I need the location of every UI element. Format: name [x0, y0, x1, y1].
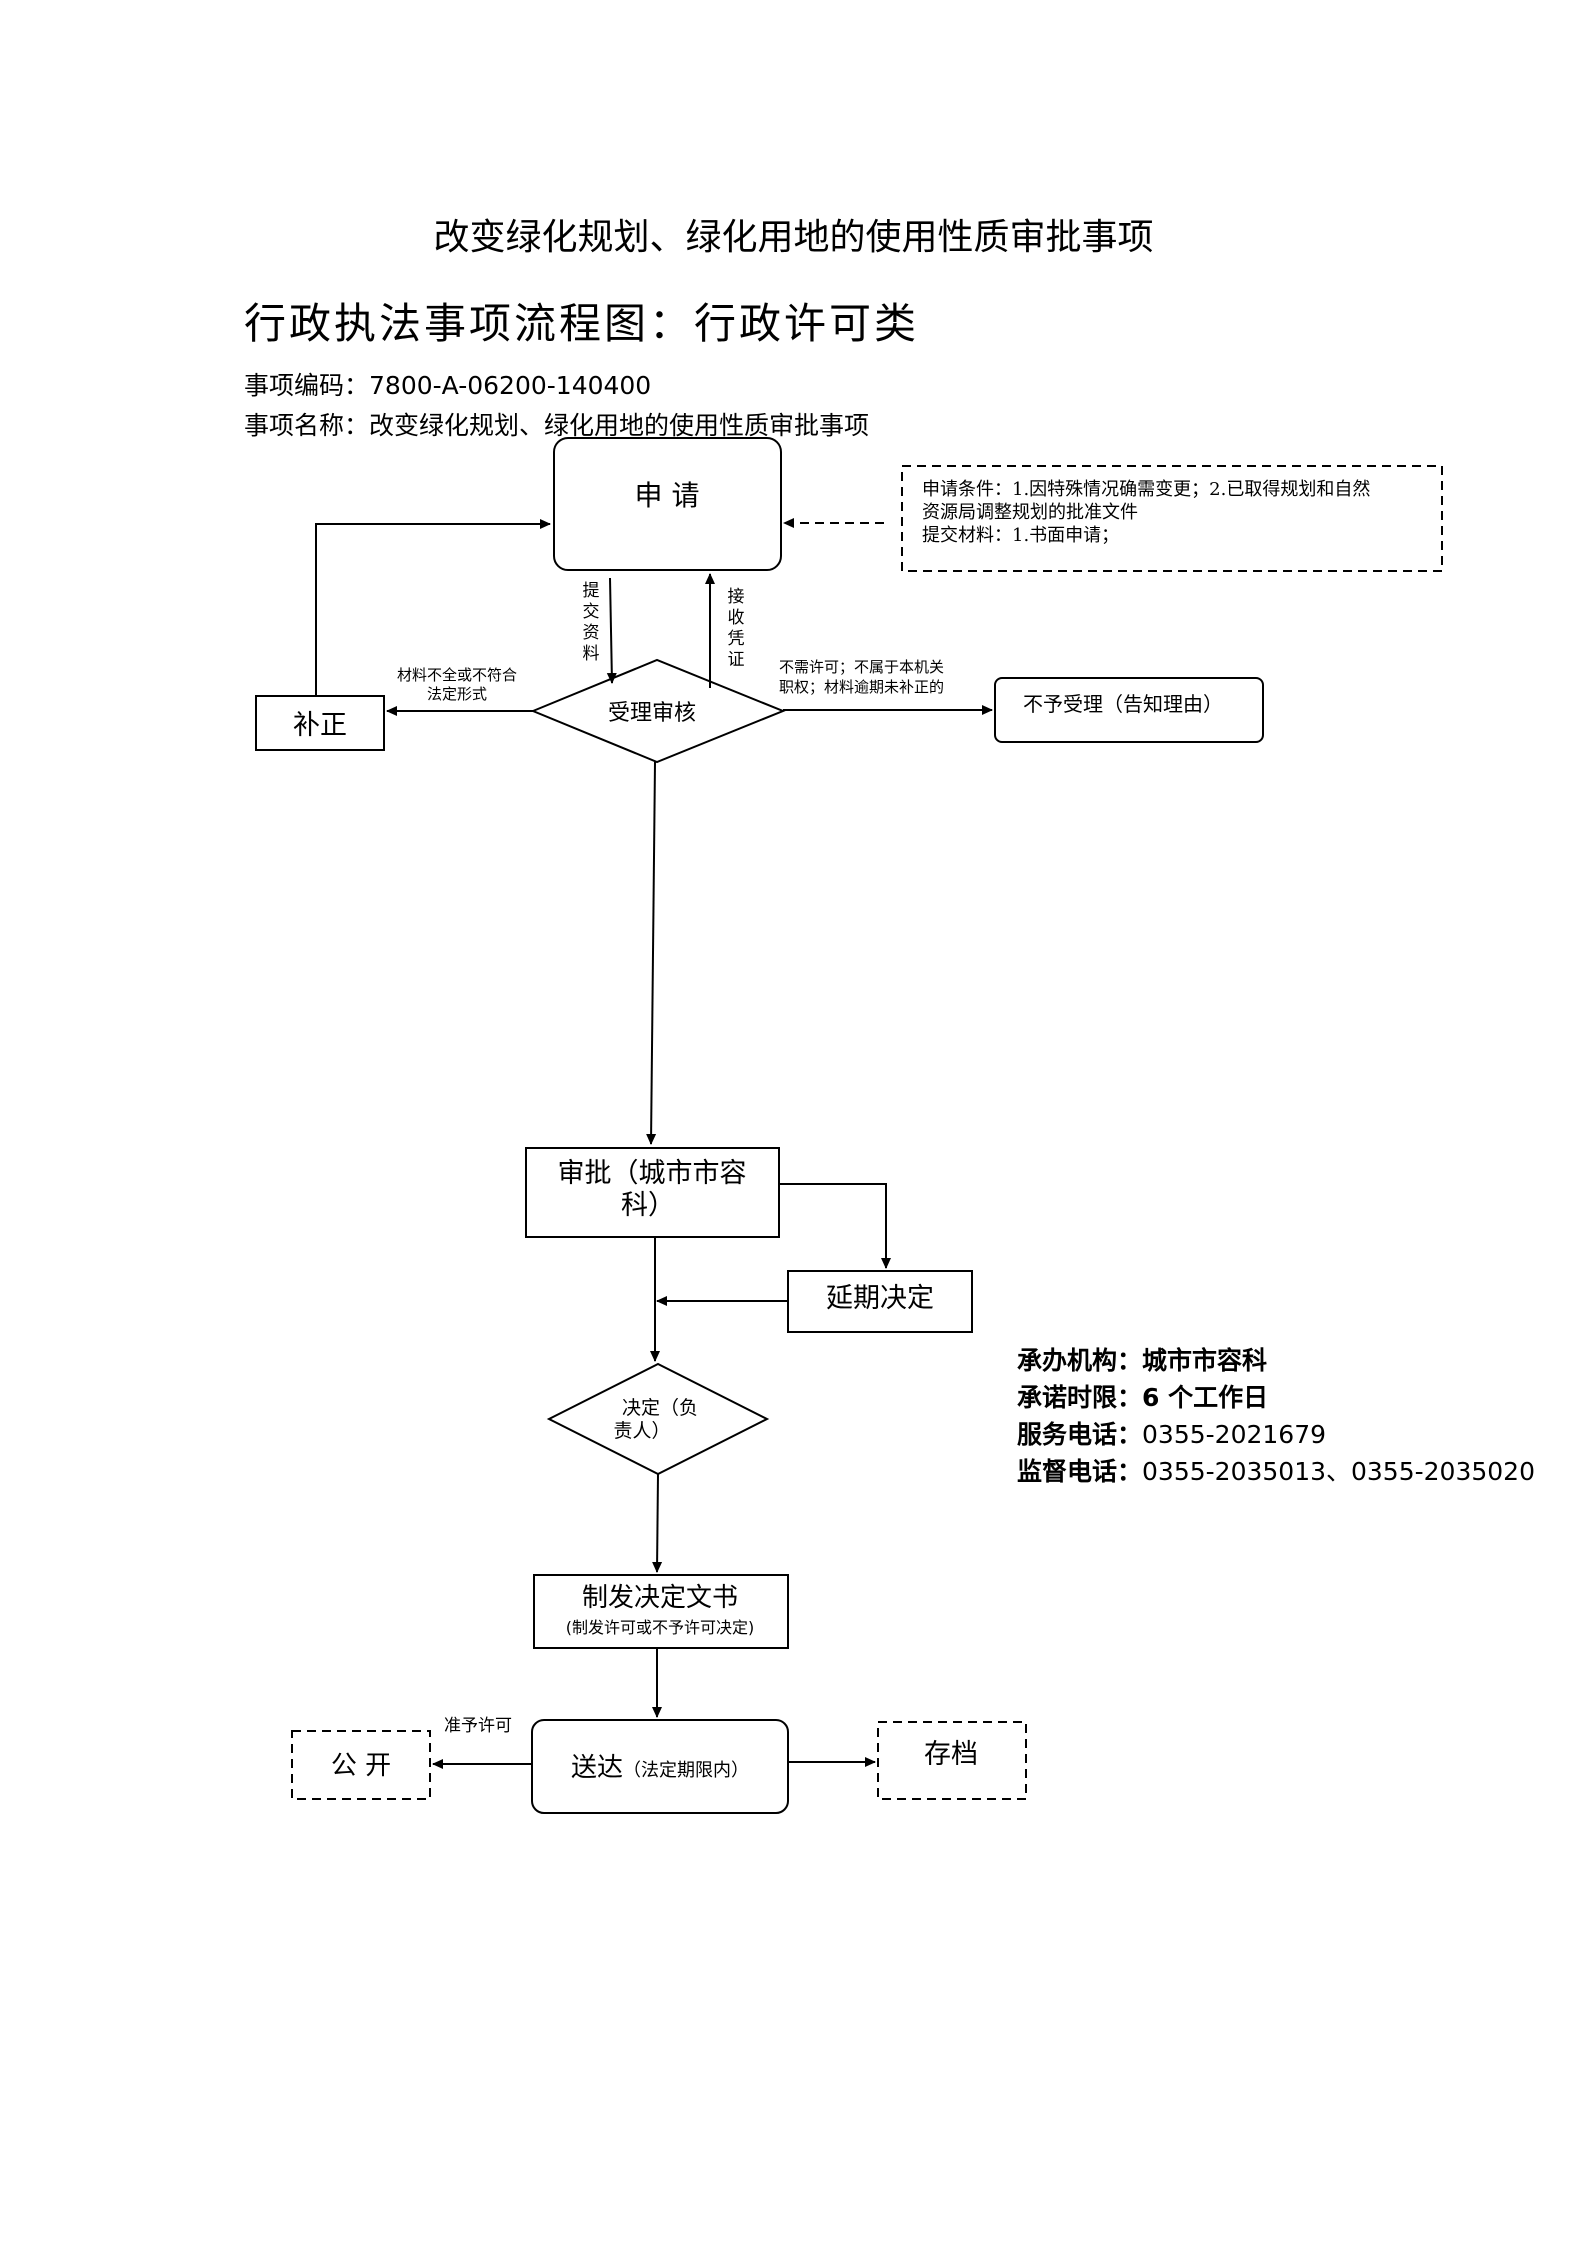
issue-label-1: 制发决定文书: [582, 1583, 738, 1613]
receipt-char-4: 证: [728, 650, 745, 670]
item-code-value: 7800-A-06200-140400: [369, 371, 652, 400]
issue-label-2: (制发许可或不予许可决定): [566, 1618, 755, 1637]
archive-box: [877, 1721, 1027, 1800]
submit-char-2: 交: [583, 602, 600, 622]
public-box: [291, 1730, 431, 1800]
page-subtitle: 行政执法事项流程图：行政许可类: [244, 299, 920, 348]
item-code-label: 事项编码：: [244, 371, 370, 400]
reject-box: [994, 677, 1264, 743]
archive-label: 存档: [924, 1739, 978, 1770]
public-label: 公 开: [331, 1751, 391, 1781]
conditions-line-2: 资源局调整规划的批准文件: [922, 502, 1138, 523]
info-deadline-value: 6 个工作日: [1142, 1383, 1269, 1412]
page-title: 改变绿化规划、绿化用地的使用性质审批事项: [433, 217, 1154, 258]
info-agency-label: 承办机构：: [1017, 1346, 1143, 1375]
item-name-label: 事项名称：: [244, 411, 370, 440]
apply-label: 申 请: [635, 479, 700, 512]
info-agency-value: 城市市容科: [1142, 1346, 1268, 1375]
edge-submit: [606, 577, 617, 684]
correct-label: 补正: [293, 710, 347, 741]
issue-box: [533, 1574, 789, 1649]
item-name: 事项名称：改变绿化规划、绿化用地的使用性质审批事项: [244, 406, 869, 442]
receipt-char-2: 收: [728, 608, 745, 628]
edge-review-to-approve: [646, 761, 657, 1145]
info-supervise-phone: 监督电话：0355-2035013、0355-2035020: [1017, 1452, 1535, 1488]
deliver-label: 送达（法定期限内）: [571, 1753, 749, 1783]
info-supervise-value: 0355-2035013、0355-2035020: [1142, 1457, 1535, 1486]
info-agency: 承办机构：城市市容科: [1017, 1341, 1267, 1377]
edge-decide-to-issue: [652, 1473, 663, 1573]
reject-label: 不予受理（告知理由）: [1023, 692, 1223, 716]
review-label: 受理审核: [608, 701, 696, 726]
info-service-phone: 服务电话：0355-2021679: [1017, 1415, 1326, 1451]
approve-label-1: 审批（城市市容: [558, 1158, 747, 1189]
info-service-value: 0355-2021679: [1142, 1420, 1326, 1449]
info-service-label: 服务电话：: [1017, 1420, 1143, 1449]
no-permit-label-2: 职权；材料逾期未补正的: [779, 678, 944, 696]
decide-label-2: 责人）: [613, 1420, 670, 1442]
submit-char-1: 提: [583, 581, 600, 601]
decide-label-1: 决定（负: [622, 1397, 698, 1419]
incomplete-label-2: 法定形式: [427, 685, 487, 703]
conditions-line-1: 申请条件：1.因特殊情况确需变更；2.已取得规划和自然: [922, 479, 1370, 500]
decide-diamond: [546, 1362, 770, 1476]
edge-approve-to-extend: [779, 1183, 891, 1269]
edge-correct-to-apply: [315, 519, 551, 696]
deliver-main: 送达: [571, 1753, 623, 1783]
deliver-sub: （法定期限内）: [623, 1760, 749, 1781]
item-code: 事项编码：7800-A-06200-140400: [244, 366, 651, 402]
approve-label-2: 科）: [621, 1190, 675, 1221]
receipt-char-1: 接: [728, 587, 745, 607]
info-deadline-label: 承诺时限：: [1017, 1383, 1143, 1412]
conditions-line-3: 提交材料：1.书面申请；: [922, 525, 1119, 546]
correct-box: [255, 695, 385, 751]
submit-char-3: 资: [583, 623, 600, 643]
incomplete-label-1: 材料不全或不符合: [397, 666, 517, 684]
approve-box: [525, 1147, 780, 1238]
receipt-char-3: 凭: [728, 629, 745, 649]
info-deadline: 承诺时限：6 个工作日: [1017, 1378, 1268, 1414]
no-permit-label-1: 不需许可；不属于本机关: [779, 658, 944, 676]
info-supervise-label: 监督电话：: [1017, 1457, 1143, 1486]
extend-label: 延期决定: [826, 1283, 934, 1314]
deliver-box: [531, 1719, 789, 1814]
conditions-box: [901, 465, 1443, 572]
apply-box: [553, 437, 782, 571]
item-name-value: 改变绿化规划、绿化用地的使用性质审批事项: [369, 411, 870, 440]
submit-char-4: 料: [583, 644, 600, 664]
grant-label: 准予许可: [444, 1716, 512, 1736]
